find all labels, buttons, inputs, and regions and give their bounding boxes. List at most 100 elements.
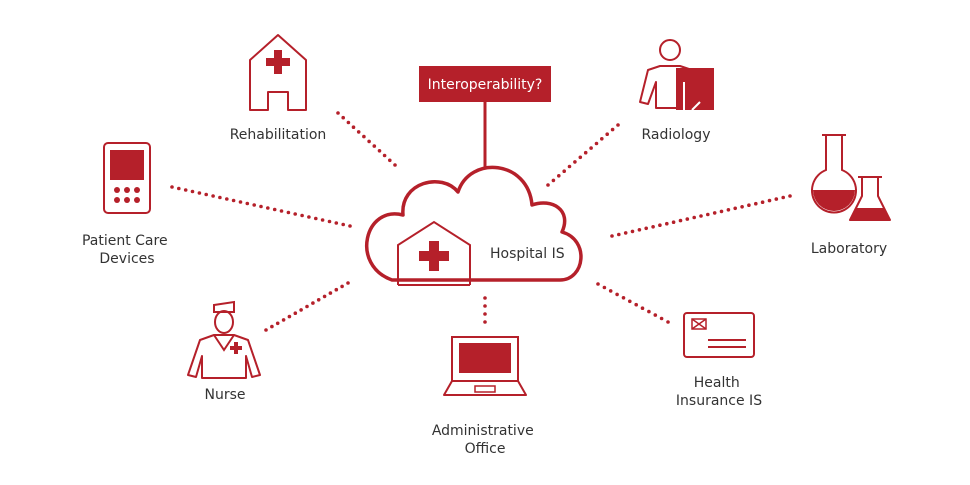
connector-dot [634,302,638,307]
connector-dot [322,294,327,299]
connector-dot [616,123,620,127]
connector-laboratory [610,194,792,238]
connector-dot [774,197,779,201]
connectors [170,111,792,332]
x-ray-person-icon [639,39,714,111]
connector-dot [316,298,321,302]
connector-dot [623,231,628,235]
connector-rehabilitation [336,111,397,167]
connector-administrative-office [483,296,487,324]
connector-dot [788,194,792,198]
connector-dot [346,120,351,125]
handheld-device-icon [103,142,151,214]
connector-radiology [546,123,620,187]
node-nurse: Nurse [187,300,261,403]
connector-dot [692,215,696,220]
connector-dot [293,212,298,216]
insurance-card-icon [683,312,755,358]
connector-dot [252,203,256,207]
connector-dot [630,229,635,234]
connector-dot [608,289,613,293]
nurse-icon [187,300,261,379]
label-patient-care-devices: Patient Care Devices [82,233,172,267]
node-radiology: Radiology [639,39,714,143]
connector-patient-care-devices [170,185,352,228]
connector-dot [204,192,208,197]
connector-dot [659,316,664,321]
hospital-building-icon [397,220,471,286]
connector-dot [264,328,268,332]
connector-dot [483,320,487,324]
connector-dot [334,287,339,292]
connector-dot [557,174,561,178]
connector-dot [719,209,724,214]
connector-dot [665,221,669,226]
connector-dot [644,226,648,231]
connector-dot [218,195,222,200]
node-laboratory: Laboratory [811,134,891,257]
connector-dot [287,314,292,319]
connector-dot [610,127,615,132]
connector-dot [573,160,577,164]
connector-dot [685,217,690,221]
connector-dot [640,306,645,311]
connector-dot [546,183,550,187]
connector-dot [621,296,626,300]
connector-dot [483,304,487,308]
connector-dot [177,186,181,191]
connector-dot [307,215,311,219]
connector-dot [699,214,703,218]
connector-dot [617,232,621,237]
connector-dot [483,296,487,300]
connector-dot [259,204,263,209]
lab-flasks-icon [811,134,891,221]
callout-box [419,66,551,102]
connector-dot [578,155,583,160]
laptop-icon [443,336,527,396]
connector-dot [341,222,346,227]
connector-dot [327,219,332,224]
connector-dot [712,211,717,215]
connector-dot [231,198,236,203]
connector-dot [279,209,284,213]
connector-dot [356,130,361,134]
hospital-is-hub: Hospital IS [365,165,583,286]
connector-dot [225,197,229,201]
connector-dot [211,194,215,198]
connector-dot [367,139,371,144]
connector-dot [382,153,387,158]
connector-dot [305,304,309,309]
connector-dot [393,163,397,167]
connector-health-insurance-is [596,282,670,324]
connector-dot [245,201,250,206]
connector-nurse [264,281,350,332]
label-radiology: Radiology [642,127,711,143]
connector-dot [610,234,614,238]
connector-dot [781,195,785,200]
label-nurse: Nurse [204,387,245,403]
connector-dot [740,205,744,209]
connector-dot [320,218,325,222]
interoperability-callout: Interoperability? [419,66,551,178]
connector-dot [551,178,556,183]
connector-dot [314,216,318,221]
connector-dot [388,158,392,163]
connector-dot [562,169,566,173]
connector-dot [299,308,303,312]
node-administrative-office: Administrative Office [432,336,538,457]
connector-dot [190,189,195,194]
connector-dot [767,198,772,203]
connector-dot [341,115,346,120]
connector-dot [653,313,658,317]
connector-dot [266,206,270,210]
connector-dot [170,185,174,189]
connector-dot [286,210,291,215]
connector-dot [602,285,607,290]
label-health-insurance-is: Health Insurance IS [676,375,762,409]
connector-dot [362,134,366,139]
label-administrative-office: Administrative Office [432,423,538,457]
connector-dot [348,224,352,228]
connector-dot [628,299,632,304]
connector-dot [483,312,487,316]
